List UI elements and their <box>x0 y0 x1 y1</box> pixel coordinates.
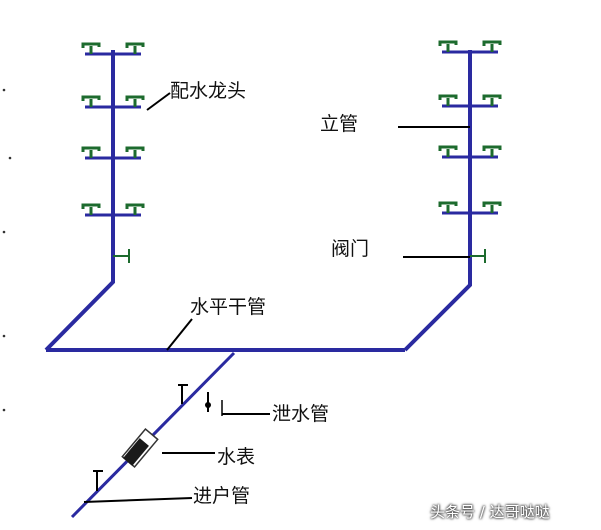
faucet-group <box>81 40 502 217</box>
service-valve-upper <box>178 384 188 404</box>
faucet-icon <box>81 42 113 56</box>
faucet-icon <box>470 40 502 54</box>
faucet-icon <box>113 146 145 160</box>
label-drain-pipe: 泄水管 <box>272 403 330 425</box>
right-valve <box>470 249 486 263</box>
leader-lines <box>83 92 470 503</box>
service-valve-lower <box>93 470 103 491</box>
pipe-network <box>44 50 472 519</box>
leader-horizontal-main <box>166 318 193 351</box>
label-valve: 阀门 <box>331 238 370 260</box>
faucet-icon <box>438 201 470 215</box>
faucet-icon <box>113 203 145 217</box>
faucet-icon <box>470 201 502 215</box>
label-faucet: 配水龙头 <box>170 80 247 102</box>
label-water-meter: 水表 <box>217 446 256 468</box>
left-riser-pipe <box>44 50 115 352</box>
faucet-icon <box>81 203 113 217</box>
label-horizontal-main: 水平干管 <box>190 296 267 318</box>
faucet-icon <box>113 95 145 109</box>
leader-faucet <box>146 92 171 111</box>
right-riser-pipe <box>403 50 472 352</box>
faucet-icon <box>438 94 470 108</box>
margin-dots <box>2 88 12 412</box>
faucet-icon <box>470 94 502 108</box>
faucet-icon <box>113 42 145 56</box>
left-valve <box>113 249 130 263</box>
water-meter <box>121 428 159 468</box>
faucet-icon <box>438 145 470 159</box>
faucet-icon <box>470 145 502 159</box>
watermark: 头条号 / 达哥哒哒 <box>430 503 550 521</box>
faucet-icon <box>81 146 113 160</box>
label-service-pipe: 进户管 <box>193 485 251 507</box>
faucet-icon <box>438 40 470 54</box>
label-riser: 立管 <box>320 113 359 135</box>
leader-service-pipe <box>83 497 193 503</box>
drain-fitting <box>205 392 223 416</box>
faucet-icon <box>81 95 113 109</box>
